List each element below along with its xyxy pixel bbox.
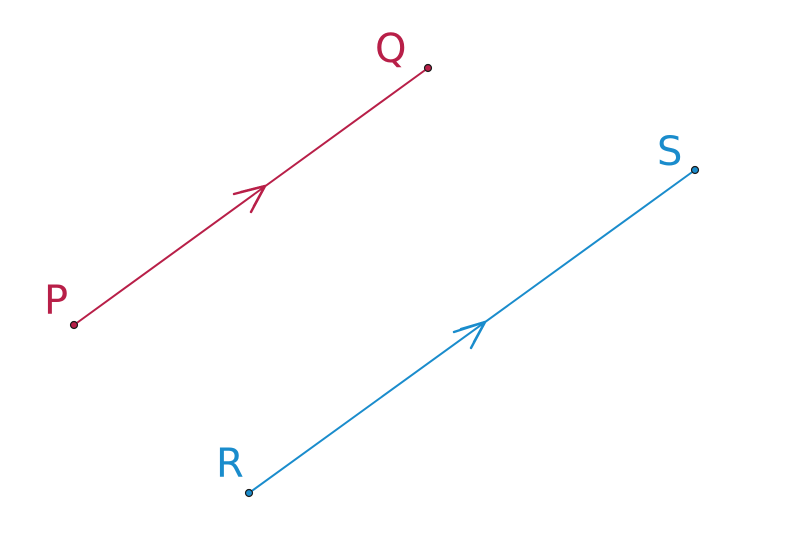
vector-pq-line <box>73 67 429 326</box>
point-p-dot <box>69 320 79 330</box>
vector-pq-arrowhead-inner <box>239 184 267 208</box>
point-r-dot <box>244 488 254 498</box>
vector-rs-arrowhead-inner <box>459 320 487 344</box>
vector-rs: R S <box>216 129 700 498</box>
point-p-label: P <box>44 278 68 324</box>
point-s-dot <box>690 165 700 175</box>
point-q-dot <box>423 63 433 73</box>
vector-pq: P Q <box>44 26 433 330</box>
point-r-label: R <box>216 441 244 487</box>
point-s-label: S <box>657 129 682 175</box>
point-q-label: Q <box>375 26 406 72</box>
vector-rs-line <box>248 169 696 494</box>
